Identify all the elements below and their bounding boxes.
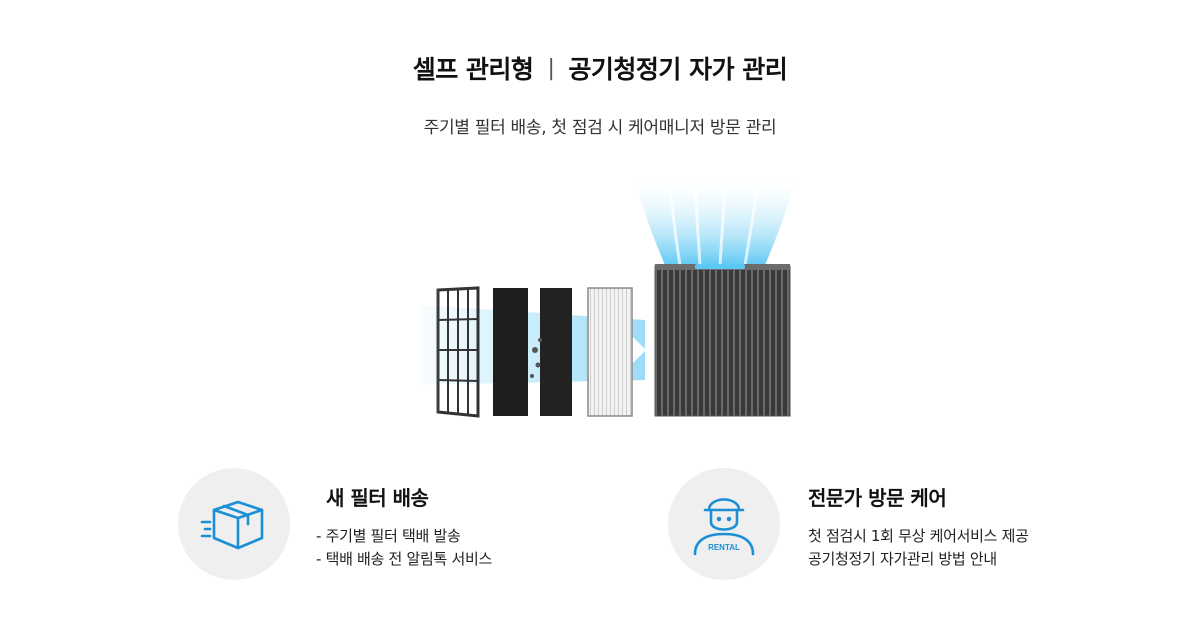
page-subtitle: 주기별 필터 배송, 첫 점검 시 케어매니저 방문 관리 (423, 118, 777, 138)
title-right: 공기청정기 자가 관리 (568, 55, 788, 84)
hepa-filter (587, 287, 633, 417)
carbon-filter-2 (540, 288, 572, 416)
feature-line: 택배 배송 전 알림톡 서비스 (316, 548, 493, 571)
feature-heading: 전문가 방문 케어 (808, 486, 947, 510)
feature-icon-circle (178, 468, 290, 580)
box-delivery-icon (200, 500, 264, 550)
feature-icon-circle: RENTAL (668, 468, 780, 580)
title-left: 셀프 관리형 (412, 55, 534, 84)
feature-heading: 새 필터 배송 (326, 486, 429, 510)
feature-line: 첫 점검시 1회 무상 케어서비스 제공 (808, 527, 1029, 545)
carbon-filter-1 (493, 288, 528, 416)
air-purifier-filter-illustration (400, 180, 795, 420)
title-separator: | (547, 55, 555, 81)
page-title: 셀프 관리형 | 공기청정기 자가 관리 (0, 50, 1200, 86)
feature-filter-delivery: 새 필터 배송 주기별 필터 택배 발송 택배 배송 전 알림톡 서비스 (178, 468, 492, 580)
air-purifier-body (654, 264, 791, 417)
dust-particles (530, 338, 542, 378)
feature-line: 공기청정기 자가관리 방법 안내 (808, 550, 997, 568)
feature-expert-care: RENTAL 전문가 방문 케어 첫 점검시 1회 무상 케어서비스 제공 공기… (668, 468, 1029, 580)
feature-line: 주기별 필터 택배 발송 (316, 525, 492, 548)
care-manager-icon: RENTAL (693, 498, 755, 556)
airflow-top (635, 180, 795, 266)
rental-badge-text: RENTAL (708, 543, 740, 552)
